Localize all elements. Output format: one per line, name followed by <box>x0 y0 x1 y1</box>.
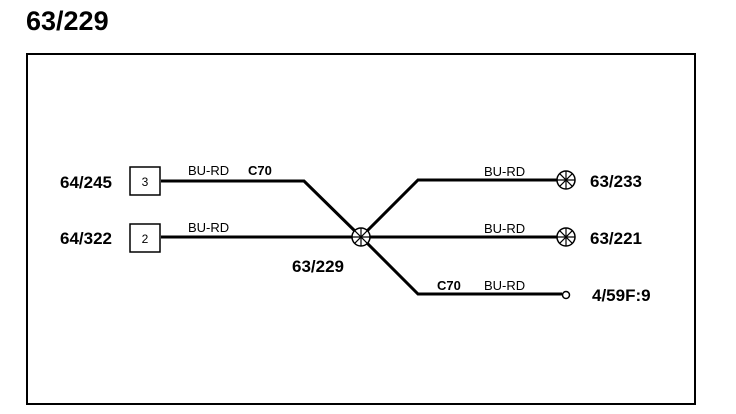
branch-4-59f-9: C70 BU-RD 4/59F:9 <box>437 278 651 305</box>
open-terminal-icon <box>561 290 571 300</box>
connector-box <box>129 223 161 253</box>
branch-63-221: BU-RD 63/221 <box>484 221 642 248</box>
connector-box <box>129 166 161 196</box>
wire-color-label: BU-RD <box>484 221 525 236</box>
wire-color-label: BU-RD <box>188 163 229 178</box>
splice-63-229: 63/229 <box>292 227 371 276</box>
circuit-label: C70 <box>437 278 461 293</box>
wires <box>161 178 566 296</box>
wire-color-label: BU-RD <box>188 220 229 235</box>
wire-color-label: BU-RD <box>484 164 525 179</box>
circuit-label: C70 <box>248 163 272 178</box>
connector-64-322: 2 64/322 BU-RD <box>60 220 229 253</box>
connector-pin-label: 2 <box>142 232 149 246</box>
splice-label: 63/229 <box>292 257 344 276</box>
connector-label: 64/245 <box>60 173 112 192</box>
branch-target-label: 63/221 <box>590 229 642 248</box>
branch-target-label: 63/233 <box>590 172 642 191</box>
wire-4-59f-9 <box>359 235 562 296</box>
ground-star-icon <box>556 170 576 190</box>
branch-target-label: 4/59F:9 <box>592 286 651 305</box>
page-title: 63/229 <box>26 6 109 36</box>
connector-64-245: 3 64/245 BU-RD C70 <box>60 163 272 196</box>
wire-64-245 <box>161 179 363 239</box>
connector-pin-label: 3 <box>142 175 149 189</box>
wire-color-label: BU-RD <box>484 278 525 293</box>
connector-label: 64/322 <box>60 229 112 248</box>
diagram-frame <box>26 53 696 405</box>
ground-star-icon <box>556 227 576 247</box>
branch-63-233: BU-RD 63/233 <box>484 164 642 191</box>
splice-icon <box>351 227 371 247</box>
wire-63-233 <box>359 178 566 239</box>
